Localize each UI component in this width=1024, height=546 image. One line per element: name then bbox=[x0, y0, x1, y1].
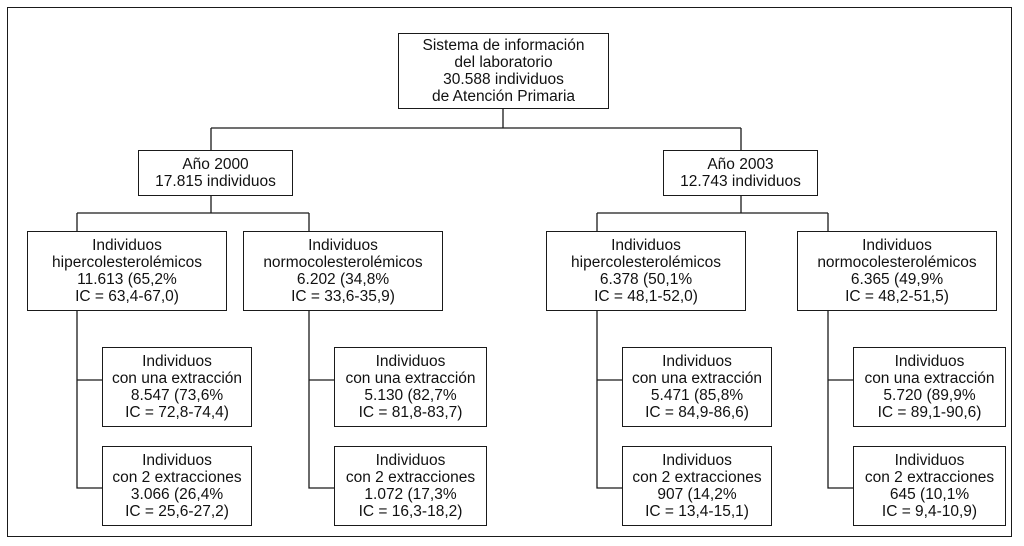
box-line: normocolesterolémicos bbox=[263, 254, 423, 271]
box-line: hipercolesterolémicos bbox=[52, 254, 202, 271]
box-line: IC = 9,4-10,9) bbox=[881, 503, 978, 520]
box-line: Individuos bbox=[142, 452, 212, 469]
y2003-hyper-box: Individuos hipercolesterolémicos 6.378 (… bbox=[546, 231, 746, 311]
box-line: 11.613 (65,2% bbox=[77, 271, 177, 288]
year-2003-count: 12.743 individuos bbox=[680, 173, 801, 190]
box-line: con 2 extracciones bbox=[112, 469, 242, 486]
box-line: 6.365 (49,9% bbox=[850, 271, 944, 288]
root-box: Sistema de información del laboratorio 3… bbox=[398, 33, 609, 109]
box-line: Individuos bbox=[375, 353, 446, 370]
year-2000-title: Año 2000 bbox=[182, 156, 249, 173]
y2000-normo-one-extraction-box: Individuos con una extracción 5.130 (82,… bbox=[334, 347, 487, 427]
box-line: con una extracción bbox=[111, 370, 243, 387]
box-line: con 2 extracciones bbox=[345, 469, 476, 486]
box-line: Individuos bbox=[142, 353, 212, 370]
box-line: Individuos bbox=[662, 452, 732, 469]
box-line: IC = 48,2-51,5) bbox=[845, 288, 949, 305]
root-line-2: del laboratorio bbox=[454, 54, 553, 71]
y2000-normo-box: Individuos normocolesterolémicos 6.202 (… bbox=[243, 231, 443, 311]
box-line: 907 (14,2% bbox=[657, 486, 737, 503]
box-line: IC = 72,8-74,4) bbox=[125, 404, 229, 421]
root-line-3: 30.588 individuos bbox=[443, 71, 564, 88]
box-line: con 2 extracciones bbox=[864, 469, 995, 486]
box-line: con 2 extracciones bbox=[632, 469, 762, 486]
box-line: 8.547 (73,6% bbox=[130, 387, 224, 404]
box-line: 645 (10,1% bbox=[889, 486, 970, 503]
root-line-1: Sistema de información bbox=[422, 37, 585, 54]
box-line: con una extracción bbox=[864, 370, 995, 387]
box-line: Individuos bbox=[375, 452, 446, 469]
y2003-normo-box: Individuos normocolesterolémicos 6.365 (… bbox=[797, 231, 997, 311]
box-line: IC = 16,3-18,2) bbox=[358, 503, 463, 520]
y2000-hyper-box: Individuos hipercolesterolémicos 11.613 … bbox=[27, 231, 227, 311]
box-line: con una extracción bbox=[631, 370, 763, 387]
box-line: 5.720 (89,9% bbox=[883, 387, 976, 404]
y2000-normo-two-extractions-box: Individuos con 2 extracciones 1.072 (17,… bbox=[334, 446, 487, 526]
box-line: Individuos bbox=[894, 452, 965, 469]
box-line: 5.130 (82,7% bbox=[364, 387, 457, 404]
year-2003-box: Año 2003 12.743 individuos bbox=[663, 150, 818, 196]
y2003-hyper-two-extractions-box: Individuos con 2 extracciones 907 (14,2%… bbox=[622, 446, 772, 526]
box-line: normocolesterolémicos bbox=[817, 254, 977, 271]
year-2000-box: Año 2000 17.815 individuos bbox=[138, 150, 293, 196]
box-line: 3.066 (26,4% bbox=[130, 486, 224, 503]
box-line: IC = 84,9-86,6) bbox=[645, 404, 749, 421]
box-line: IC = 48,1-52,0) bbox=[594, 288, 698, 305]
box-line: IC = 33,6-35,9) bbox=[291, 288, 395, 305]
y2003-hyper-one-extraction-box: Individuos con una extracción 5.471 (85,… bbox=[622, 347, 772, 427]
diagram-frame bbox=[7, 7, 1012, 537]
box-line: 5.471 (85,8% bbox=[650, 387, 744, 404]
year-2000-count: 17.815 individuos bbox=[155, 173, 276, 190]
y2003-normo-one-extraction-box: Individuos con una extracción 5.720 (89,… bbox=[853, 347, 1006, 427]
year-2003-title: Año 2003 bbox=[707, 156, 774, 173]
box-line: Individuos bbox=[894, 353, 965, 370]
box-line: Individuos bbox=[862, 237, 932, 254]
box-line: 6.202 (34,8% bbox=[296, 271, 390, 288]
box-line: 1.072 (17,3% bbox=[364, 486, 457, 503]
box-line: IC = 81,8-83,7) bbox=[358, 404, 463, 421]
box-line: IC = 13,4-15,1) bbox=[645, 503, 749, 520]
box-line: Individuos bbox=[308, 237, 378, 254]
box-line: Individuos bbox=[92, 237, 162, 254]
box-line: Individuos bbox=[611, 237, 681, 254]
y2000-hyper-one-extraction-box: Individuos con una extracción 8.547 (73,… bbox=[102, 347, 252, 427]
box-line: 6.378 (50,1% bbox=[599, 271, 693, 288]
box-line: hipercolesterolémicos bbox=[571, 254, 721, 271]
box-line: Individuos bbox=[662, 353, 732, 370]
y2003-normo-two-extractions-box: Individuos con 2 extracciones 645 (10,1%… bbox=[853, 446, 1006, 526]
root-line-4: de Atención Primaria bbox=[431, 88, 576, 105]
y2000-hyper-two-extractions-box: Individuos con 2 extracciones 3.066 (26,… bbox=[102, 446, 252, 526]
box-line: IC = 89,1-90,6) bbox=[877, 404, 982, 421]
box-line: IC = 25,6-27,2) bbox=[125, 503, 229, 520]
box-line: con una extracción bbox=[345, 370, 476, 387]
box-line: IC = 63,4-67,0) bbox=[75, 288, 179, 305]
